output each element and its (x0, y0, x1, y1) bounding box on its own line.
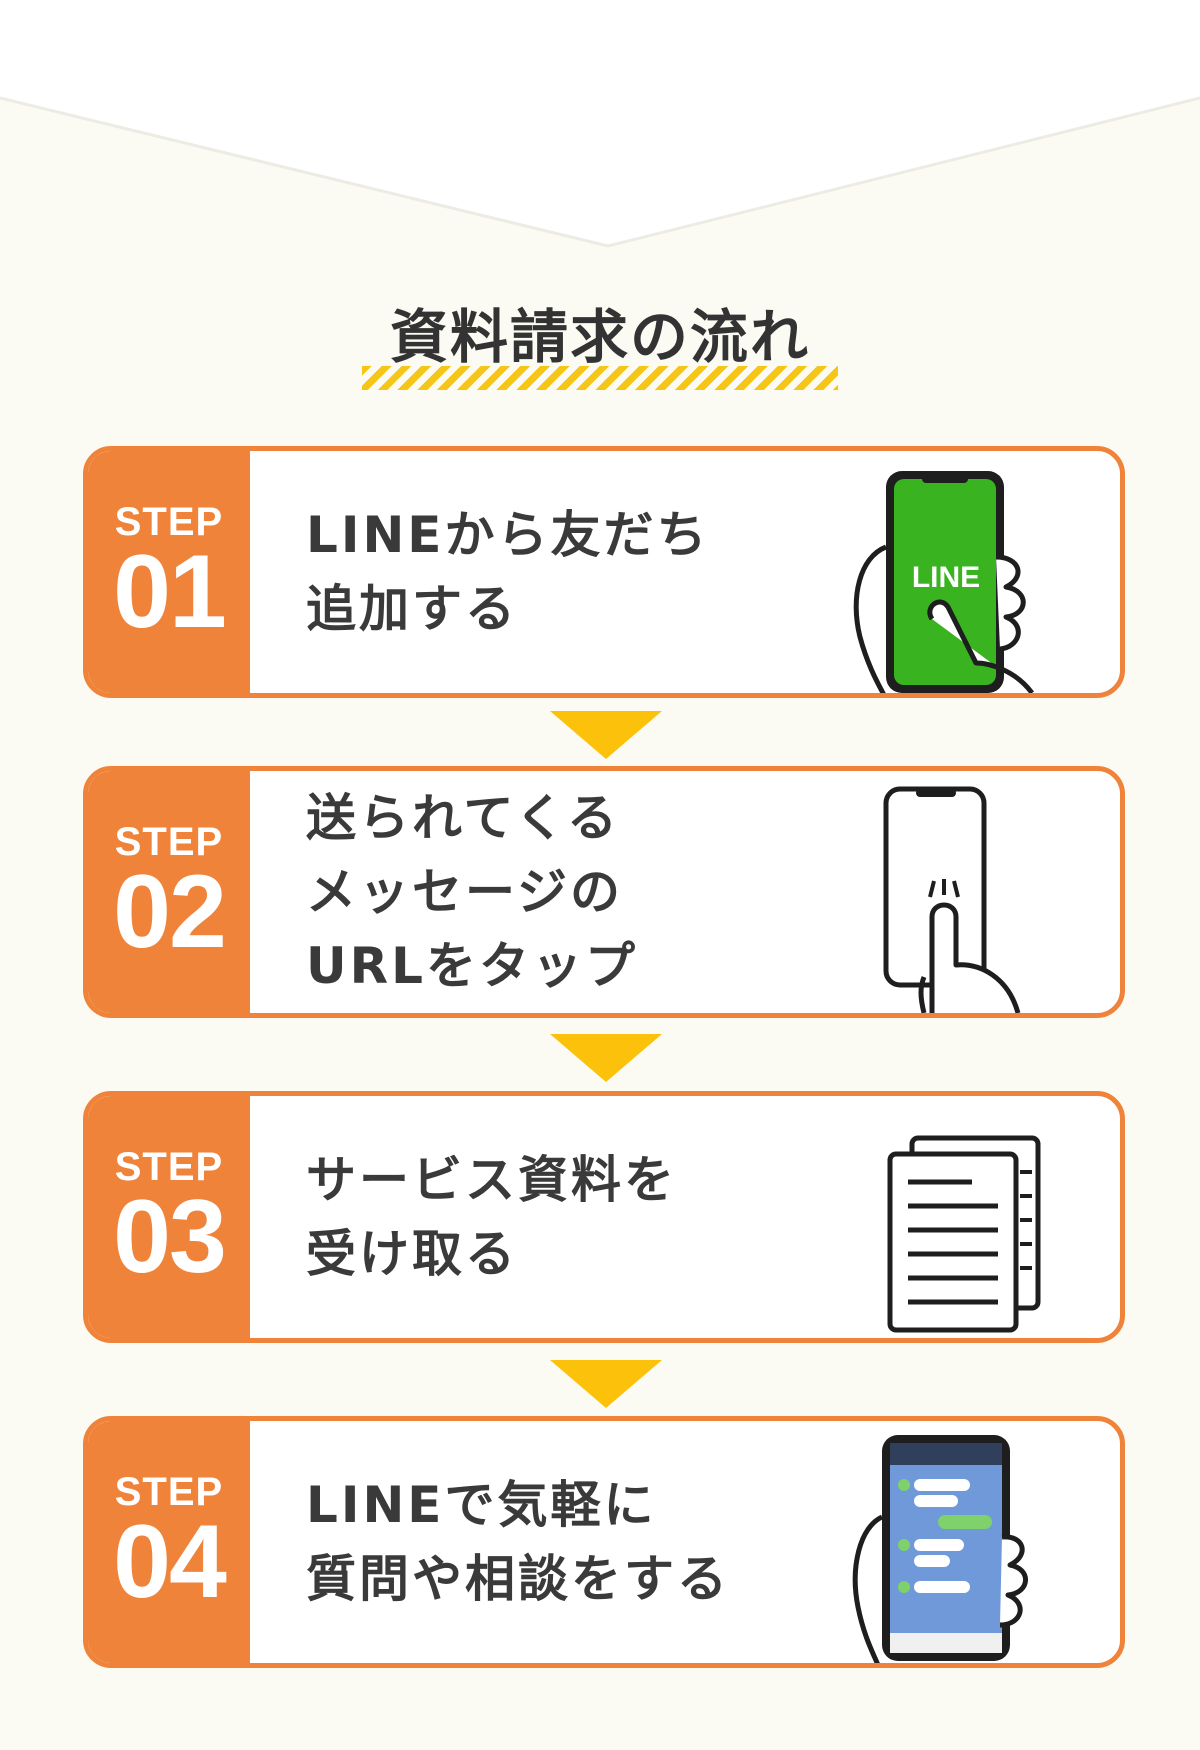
step-card-01: STEP 01 LINEから友だち 追加する LINE (83, 446, 1125, 698)
step-number: 03 (113, 1179, 227, 1295)
step-badge-04: STEP 04 (88, 1421, 250, 1663)
arrow-down-icon (550, 711, 662, 759)
step-number: 04 (113, 1504, 227, 1620)
step-card-02: STEP 02 送られてくる メッセージの URLをタップ (83, 766, 1125, 1018)
step-text-line: 質問や相談をする (306, 1550, 730, 1608)
step-text-line: 受け取る (306, 1225, 518, 1283)
step-text-line: メッセージの (306, 863, 623, 921)
step-text-line: サービス資料を (306, 1151, 677, 1209)
step-badge-01: STEP 01 (88, 451, 250, 693)
phone-screen-text: LINE (912, 561, 980, 594)
step-number: 01 (113, 534, 227, 650)
step-text-01: LINEから友だち 追加する (250, 451, 1120, 693)
step-badge-02: STEP 02 (88, 771, 250, 1013)
step-card-03: STEP 03 サービス資料を 受け取る (83, 1091, 1125, 1343)
arrow-down-icon (550, 1360, 662, 1408)
phone-tap-icon (883, 786, 1021, 1013)
documents-icon (887, 1135, 1041, 1333)
step-label: STEP (114, 1145, 224, 1189)
title-wrap: 資料請求の流れ (0, 298, 1200, 390)
step-text-line: 送られてくる (306, 789, 620, 847)
step-label: STEP (114, 500, 224, 544)
page-title-text: 資料請求の流れ (389, 303, 810, 371)
step-text-line: LINEから友だち (306, 506, 710, 564)
step-text-line: LINEで気軽に (306, 1476, 657, 1534)
page-title: 資料請求の流れ (361, 298, 838, 390)
step-card-04: STEP 04 LINEで気軽に 質問や相談をする (83, 1416, 1125, 1668)
step-label: STEP (114, 820, 224, 864)
hand-phone-line-icon: LINE (853, 471, 1035, 693)
step-label: STEP (114, 1470, 224, 1514)
step-text-line: 追加する (306, 580, 518, 638)
arrow-down-icon (550, 1034, 662, 1082)
step-number: 02 (113, 854, 227, 970)
hand-phone-chat-icon (852, 1435, 1028, 1663)
step-text-02: 送られてくる メッセージの URLをタップ (250, 771, 1120, 1013)
top-chevron-divider (0, 0, 1200, 248)
step-text-04: LINEで気軽に 質問や相談をする (250, 1421, 1120, 1663)
step-badge-03: STEP 03 (88, 1096, 250, 1338)
step-text-03: サービス資料を 受け取る (250, 1096, 1120, 1338)
step-text-line: URLをタップ (306, 937, 638, 995)
